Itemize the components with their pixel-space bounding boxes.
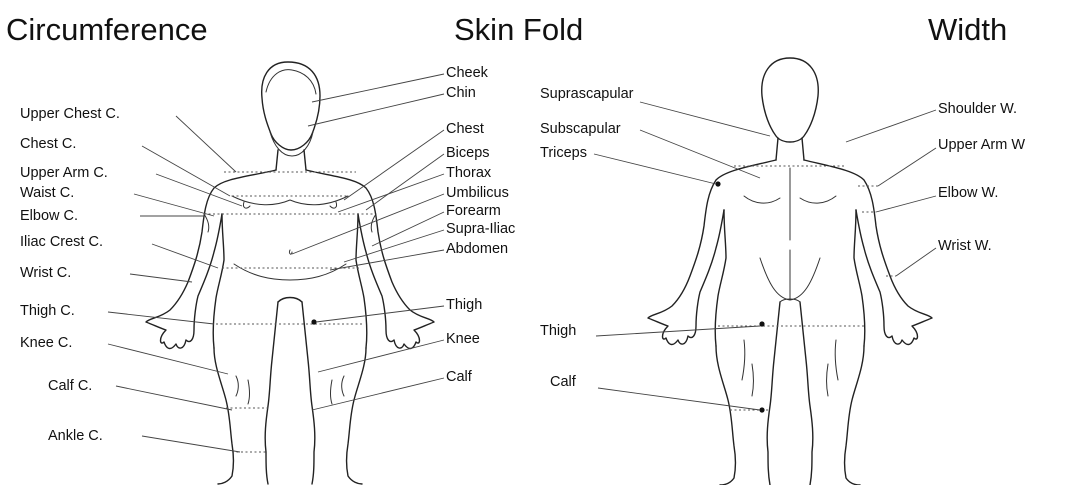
label-ankle-c: Ankle C. [48, 428, 103, 445]
label-thigh-c: Thigh C. [20, 303, 75, 320]
label-triceps: Triceps [540, 145, 587, 162]
label-upper-chest-c: Upper Chest C. [20, 106, 120, 123]
label-cheek: Cheek [446, 65, 488, 82]
heading-circumference: Circumference [6, 12, 208, 48]
label-calf-front: Calf [446, 369, 472, 386]
label-forearm: Forearm [446, 203, 501, 220]
label-knee: Knee [446, 331, 480, 348]
label-elbow-w: Elbow W. [938, 185, 998, 202]
label-umbilicus: Umbilicus [446, 185, 509, 202]
label-wrist-c: Wrist C. [20, 265, 71, 282]
front-leader-lines [108, 74, 444, 452]
label-calf-c: Calf C. [48, 378, 92, 395]
back-body-figure [648, 58, 932, 485]
label-thigh-back: Thigh [540, 323, 576, 340]
label-thigh-front: Thigh [446, 297, 482, 314]
label-iliac-crest-c: Iliac Crest C. [20, 234, 103, 251]
label-chest: Chest [446, 121, 484, 138]
label-suprascapular: Suprascapular [540, 86, 634, 103]
heading-skin-fold: Skin Fold [454, 12, 583, 48]
label-shoulder-w: Shoulder W. [938, 101, 1017, 118]
label-thorax: Thorax [446, 165, 491, 182]
label-knee-c: Knee C. [20, 335, 72, 352]
heading-width: Width [928, 12, 1007, 48]
label-chin: Chin [446, 85, 476, 102]
label-calf-back: Calf [550, 374, 576, 391]
label-abdomen: Abdomen [446, 241, 508, 258]
label-elbow-c: Elbow C. [20, 208, 78, 225]
front-body-figure [146, 62, 434, 484]
label-biceps: Biceps [446, 145, 490, 162]
label-chest-c: Chest C. [20, 136, 76, 153]
label-upper-arm-w: Upper Arm W [938, 137, 1066, 154]
label-wrist-w: Wrist W. [938, 238, 992, 255]
label-waist-c: Waist C. [20, 185, 74, 202]
back-leader-lines [594, 102, 936, 410]
label-upper-arm-c: Upper Arm C. [20, 165, 108, 182]
label-supra-iliac: Supra-Iliac [446, 221, 515, 238]
label-subscapular: Subscapular [540, 121, 621, 138]
